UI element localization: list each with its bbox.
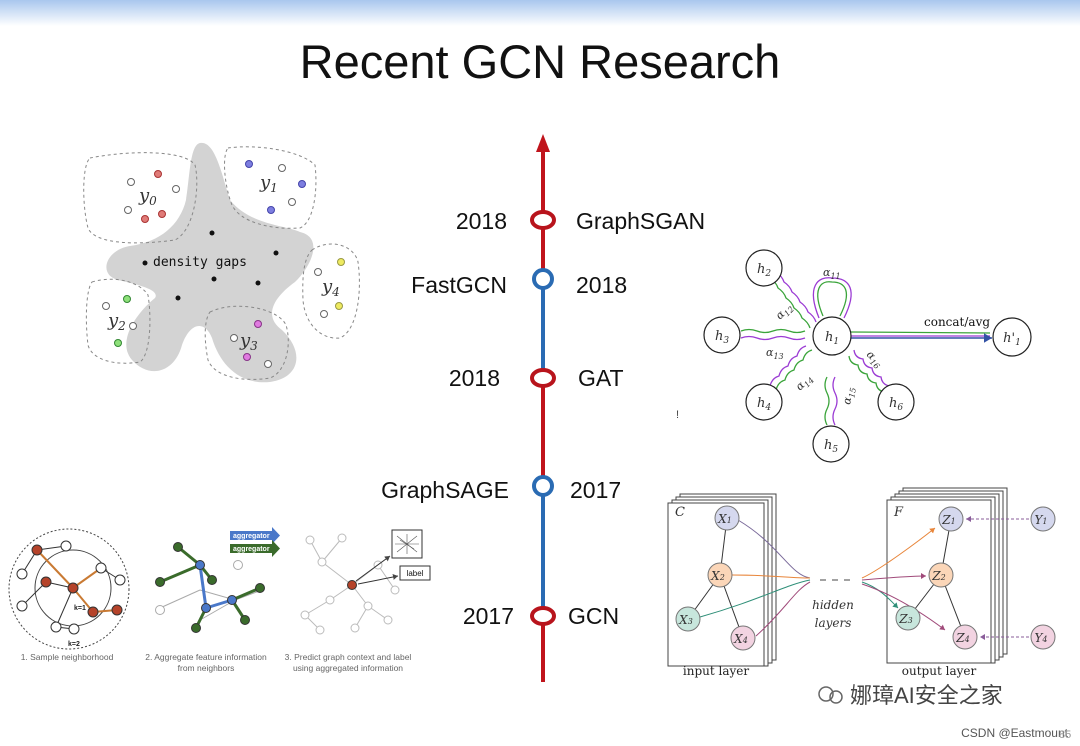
gat-edge-h3-purple: [741, 337, 805, 340]
sage-label-box-text: label: [407, 569, 424, 578]
timeline-arrowhead: [536, 134, 550, 152]
gat-small-tick: !: [676, 409, 679, 421]
gat-edge-h6-green: [849, 356, 885, 392]
gat-alpha-15: α15: [840, 386, 858, 406]
graphsage-figure: k=1 k=2 1. Sample neighborhood: [9, 527, 430, 673]
timeline-marker-gat: [532, 370, 554, 386]
page-number: 85: [1059, 729, 1071, 741]
sage-panel3-target-node: [348, 581, 357, 590]
sage-panel2-nodes: [156, 543, 265, 633]
sage-k2-label: k=2: [68, 641, 80, 648]
year-gat: 2018: [449, 365, 500, 391]
sage-caption-3b: using aggregated information: [293, 663, 403, 673]
timeline: 2018 GraphSGAN FastGCN 2018 2018 GAT Gra…: [381, 134, 705, 682]
model-gcn: GCN: [568, 603, 619, 629]
gcn-hidden-label-2: layers: [815, 616, 852, 630]
timeline-marker-graphsage: [534, 477, 552, 495]
gcn-figure: C F hidden layers: [668, 488, 1055, 678]
timeline-marker-fastgcn: [534, 270, 552, 288]
gat-alpha-13: α13: [766, 346, 784, 361]
cluster-label-y1: y1: [259, 172, 278, 195]
csdn-watermark: CSDN @Eastmount: [961, 726, 1069, 740]
cluster-label-y4: y4: [321, 276, 340, 299]
timeline-marker-gcn: [532, 608, 554, 624]
sage-caption-2b: from neighbors: [178, 663, 235, 673]
gat-figure: concat/avg h2 h3 h1 h4 h5 h6 h'1 α11 α12…: [676, 250, 1031, 462]
gcn-input-caption: input layer: [683, 664, 749, 678]
gat-self-loop-green: [818, 282, 847, 316]
gat-edge-h5-green: [825, 377, 829, 425]
gat-edge-h3-green: [741, 330, 805, 333]
density-gaps-label: density gaps: [153, 255, 247, 270]
sage-aggregator-label-2: aggregator: [233, 546, 270, 553]
sage-arrow-label: [358, 576, 398, 584]
gcn-output-caption: output layer: [902, 664, 977, 678]
gat-edge-h2-green: [770, 278, 810, 328]
gat-edge-output-green: [851, 332, 990, 333]
gcn-output-letter: F: [893, 505, 904, 520]
year-graphsage: 2017: [570, 477, 621, 503]
sage-aggregator-label-1: aggregator: [233, 533, 270, 540]
gat-alpha-11: α11: [823, 266, 841, 281]
gcn-hidden-label-1: hidden: [812, 598, 854, 612]
sage-k1-label: k=1: [74, 605, 86, 612]
graphsgan-figure: density gaps y0 y1 y2 y3 y4: [84, 143, 360, 382]
sage-context-graph: [395, 534, 419, 554]
gcn-input-letter: C: [675, 505, 685, 520]
model-gat: GAT: [578, 365, 624, 391]
timeline-marker-graphsgan: [532, 212, 554, 228]
sage-aggregator-arrows: aggregator aggregator: [230, 527, 280, 557]
sage-caption-3a: 3. Predict graph context and label: [285, 652, 412, 662]
cluster-label-y0: y0: [138, 185, 157, 208]
sage-caption-2a: 2. Aggregate feature information: [145, 652, 267, 662]
cluster-label-y2: y2: [107, 310, 126, 333]
gat-alpha-16: α16: [862, 348, 885, 371]
wechat-account-name: 娜璋AI安全之家: [850, 683, 1003, 708]
model-fastgcn: FastGCN: [411, 272, 507, 298]
gat-self-loop-purple: [813, 278, 851, 318]
model-graphsgan: GraphSGAN: [576, 208, 705, 234]
year-fastgcn: 2018: [576, 272, 627, 298]
model-graphsage: GraphSAGE: [381, 477, 509, 503]
wechat-watermark: 娜璋AI安全之家: [819, 683, 1003, 708]
gat-edge-h5-purple: [833, 377, 837, 425]
sage-panel1-nodes: [17, 541, 125, 634]
sage-caption-1: 1. Sample neighborhood: [21, 652, 114, 662]
gat-alpha-14: α14: [793, 371, 816, 394]
gat-concat-label: concat/avg: [924, 315, 990, 329]
year-graphsgan: 2018: [456, 208, 507, 234]
sage-arrow-context: [356, 556, 390, 581]
year-gcn: 2017: [463, 603, 514, 629]
